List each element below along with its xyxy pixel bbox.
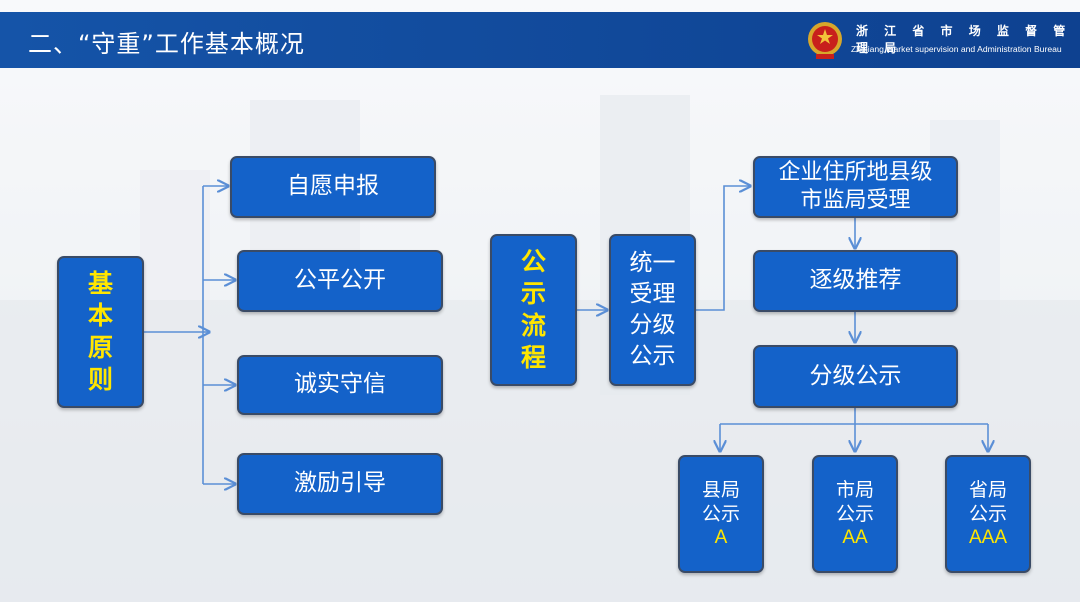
principle-honesty: 诚实守信 <box>237 355 443 415</box>
level-line: 县局 <box>701 479 740 501</box>
publicity-process-box: 公 示 流 程 <box>490 234 577 386</box>
root-char: 原 <box>87 333 113 362</box>
page-title: 二、“守重”工作基本概况 <box>28 30 305 58</box>
summary-line: 分级 <box>629 312 676 338</box>
principle-incentive-guidance: 激励引导 <box>237 453 443 515</box>
header-bar: 二、“守重”工作基本概况 <box>0 12 1080 68</box>
step-tiered-publicity: 分级公示 <box>753 345 958 408</box>
principle-fair-open: 公平公开 <box>237 250 443 312</box>
bureau-name-cn: 浙 江 省 市 场 监 督 管 理 局 <box>856 24 1072 55</box>
process-char: 流 <box>520 311 546 340</box>
grade-label: AAA <box>968 527 1008 548</box>
level-province: 省局 公示 AAA <box>945 455 1031 573</box>
step-recommendation: 逐级推荐 <box>753 250 958 312</box>
bureau-name-en: Zhejiang market supervision and Administ… <box>851 44 1062 54</box>
summary-line: 公示 <box>629 343 676 369</box>
step-line: 企业住所地县级 <box>778 160 933 185</box>
level-line: 市局 <box>835 479 874 501</box>
level-line: 省局 <box>968 479 1007 501</box>
national-emblem-icon <box>808 22 842 59</box>
process-char: 程 <box>520 343 546 372</box>
step-county-acceptance: 企业住所地县级 市监局受理 <box>753 156 958 218</box>
root-char: 基 <box>87 269 113 298</box>
principle-voluntary-declaration: 自愿申报 <box>230 156 436 218</box>
summary-line: 受理 <box>629 281 676 307</box>
level-line: 公示 <box>968 503 1007 525</box>
process-char: 公 <box>520 247 546 276</box>
level-city: 市局 公示 AA <box>812 455 898 573</box>
summary-line: 统一 <box>629 250 676 276</box>
grade-label: AA <box>842 527 868 548</box>
basic-principles-box: 基 本 原 则 <box>57 256 144 408</box>
process-char: 示 <box>520 279 546 308</box>
level-line: 公示 <box>835 503 874 525</box>
level-line: 公示 <box>701 503 740 525</box>
unified-acceptance-box: 统一 受理 分级 公示 <box>609 234 696 386</box>
level-county: 县局 公示 A <box>678 455 764 573</box>
root-char: 本 <box>87 301 113 330</box>
root-char: 则 <box>87 365 113 394</box>
grade-label: A <box>714 527 728 548</box>
step-line: 市监局受理 <box>800 188 911 213</box>
